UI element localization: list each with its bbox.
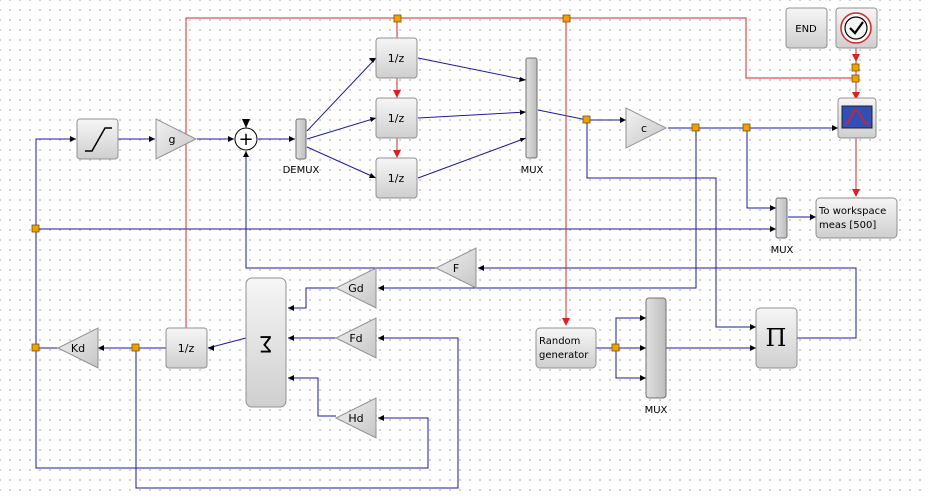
gain-gd-label: Gd <box>348 282 364 295</box>
split-point[interactable] <box>742 123 751 132</box>
split-point[interactable] <box>31 343 40 352</box>
mux-ws-label: MUX <box>771 245 794 256</box>
gain-c-block[interactable]: c <box>625 107 668 149</box>
random-gen-line2: generator <box>539 350 589 361</box>
delay-block-3[interactable]: 1/z <box>375 157 418 199</box>
link-f-to-sum[interactable] <box>245 151 436 269</box>
gain-kd-block[interactable]: Kd <box>56 327 99 369</box>
link-mux-to-c[interactable] <box>537 109 626 121</box>
split-point[interactable] <box>611 343 620 352</box>
gain-f-label: F <box>453 262 459 275</box>
link-delayd-to-fd[interactable] <box>135 337 459 489</box>
gain-g-label: g <box>169 133 176 146</box>
link-product-to-f[interactable] <box>478 267 857 339</box>
end-label: END <box>795 24 817 35</box>
link-split-to-muxws[interactable] <box>746 128 776 209</box>
link-demux-to-delay3[interactable] <box>306 146 377 179</box>
checkmark-icon <box>849 21 864 35</box>
product-icon: Π <box>766 324 787 352</box>
link-demux-to-delay2[interactable] <box>306 117 377 140</box>
split-point[interactable] <box>562 14 571 23</box>
scope-icon <box>841 105 873 129</box>
delay-d-label: 1/z <box>178 342 195 355</box>
delay-block-2[interactable]: 1/z <box>375 97 418 139</box>
gain-fd-block[interactable]: Fd <box>334 317 377 359</box>
gain-hd-block[interactable]: Hd <box>334 397 377 439</box>
mux-rand-label: MUX <box>645 405 668 416</box>
signal-arrowheads <box>70 58 838 421</box>
link-gd-to-sigma[interactable] <box>288 287 336 309</box>
split-point[interactable] <box>691 123 700 132</box>
link-random-split-upper[interactable] <box>615 317 646 348</box>
gain-c-label: c <box>641 122 647 135</box>
split-points <box>31 14 860 352</box>
link-random-split-lower[interactable] <box>615 348 646 379</box>
split-point[interactable] <box>851 74 860 83</box>
scope-block[interactable] <box>837 97 877 139</box>
event-link-clock-bus[interactable] <box>185 17 857 362</box>
split-point[interactable] <box>31 224 40 233</box>
delay-block-d[interactable]: 1/z <box>165 327 208 369</box>
random-gen-line1: Random <box>539 336 580 347</box>
to-workspace-line2: meas [500] <box>819 220 876 231</box>
link-split-to-product[interactable] <box>586 120 756 328</box>
gain-f-block[interactable]: F <box>434 247 477 289</box>
clock-block[interactable] <box>835 7 878 49</box>
delay-block-1[interactable]: 1/z <box>375 37 418 79</box>
end-block[interactable]: END <box>785 7 828 49</box>
product-block[interactable]: Π <box>755 307 798 369</box>
split-point[interactable] <box>851 63 860 72</box>
mux-ws-block[interactable]: MUX <box>771 197 794 256</box>
to-workspace-block[interactable]: To workspace meas [500] <box>815 197 898 239</box>
demux-label: DEMUX <box>283 165 320 176</box>
mux-rand-block[interactable]: MUX <box>645 297 668 416</box>
gain-fd-label: Fd <box>349 332 362 345</box>
sigma-icon: Σ <box>259 330 273 355</box>
delay-2-label: 1/z <box>388 112 405 125</box>
link-feedback-to-hd[interactable] <box>35 348 429 469</box>
link-kd-to-sat[interactable] <box>35 138 76 349</box>
demux-block[interactable]: DEMUX <box>283 118 320 176</box>
saturation-block[interactable] <box>76 118 119 160</box>
sum-block[interactable]: + <box>234 119 258 151</box>
mux-main-block[interactable]: MUX <box>521 57 544 176</box>
split-point[interactable] <box>582 115 591 124</box>
sum-plus-icon: + <box>238 129 253 150</box>
link-delay2-to-mux[interactable] <box>417 111 527 119</box>
to-workspace-line1: To workspace <box>818 206 886 217</box>
sigma-block[interactable]: Σ <box>245 277 287 408</box>
delay-3-label: 1/z <box>388 172 405 185</box>
delay-1-label: 1/z <box>388 52 405 65</box>
link-sigma-to-delayd[interactable] <box>207 337 247 349</box>
split-point[interactable] <box>393 14 402 23</box>
gain-kd-label: Kd <box>71 342 85 355</box>
random-generator-block[interactable]: Random generator <box>535 327 597 369</box>
link-delay3-to-mux[interactable] <box>417 137 527 179</box>
split-point[interactable] <box>131 343 140 352</box>
link-hd-to-sigma[interactable] <box>288 377 336 417</box>
gain-hd-label: Hd <box>348 412 363 425</box>
mux-main-label: MUX <box>521 165 544 176</box>
saturation-icon <box>85 127 112 152</box>
link-split-to-gd[interactable] <box>378 128 697 289</box>
link-delay1-to-mux[interactable] <box>417 57 527 81</box>
link-demux-to-delay1[interactable] <box>306 57 377 132</box>
gain-g-block[interactable]: g <box>155 118 198 160</box>
gain-gd-block[interactable]: Gd <box>334 267 377 309</box>
